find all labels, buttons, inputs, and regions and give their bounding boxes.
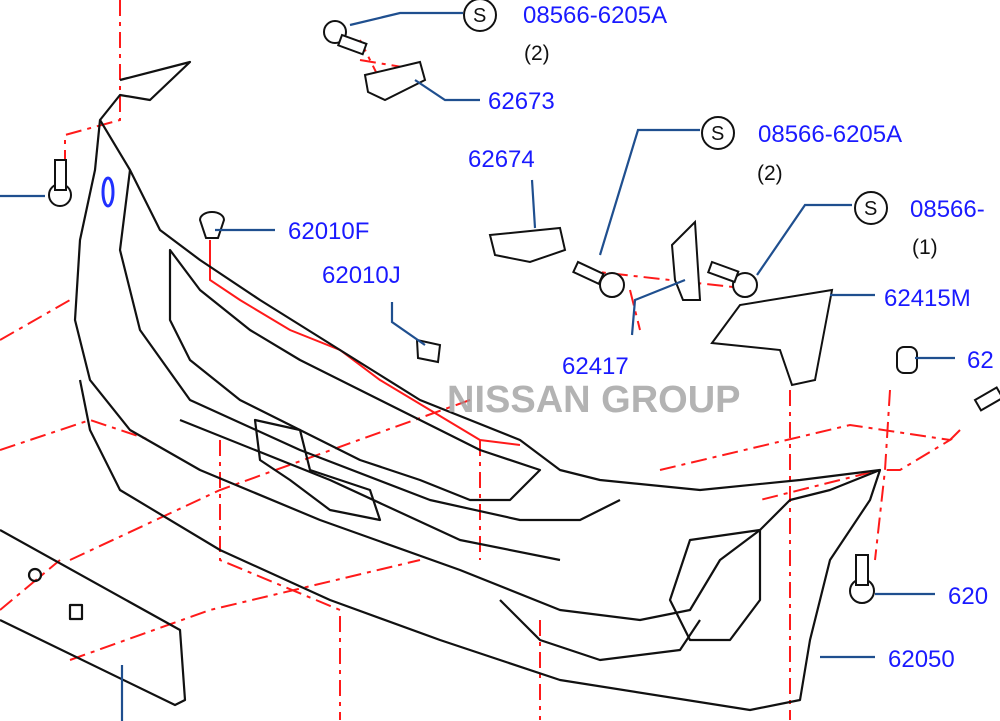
clip-icon (415, 338, 442, 364)
watermark: NISSAN GROUP (447, 379, 740, 421)
clip-icon (896, 346, 918, 374)
bracket-icon (710, 288, 834, 387)
clip-icon (363, 60, 427, 102)
part-number-label[interactable]: 62 (967, 347, 994, 374)
bolt-icon (48, 159, 72, 207)
s-symbol-icon: S (463, 0, 497, 32)
part-number-label[interactable]: 08566-6205A (758, 121, 902, 148)
part-number-label[interactable]: 620 (948, 583, 988, 610)
bracket-icon (488, 226, 567, 264)
svg-text:S: S (711, 123, 724, 145)
s-symbol-icon: S (854, 191, 888, 225)
part-number-label[interactable]: 62673 (488, 88, 555, 115)
leader-lines (0, 11, 955, 659)
bolt-icon (706, 260, 758, 298)
part-number-label[interactable]: 62417 (562, 353, 629, 380)
svg-text:S: S (473, 5, 486, 27)
svg-text:S: S (864, 198, 877, 220)
clip-icon (198, 211, 226, 239)
quantity-label: (2) (524, 42, 550, 65)
s-symbol-icon: S (701, 116, 735, 150)
part-number-label[interactable]: 62415M (884, 285, 971, 312)
fasteners (48, 20, 1000, 604)
bracket-icon (670, 219, 702, 301)
front-bumper-fascia (73, 60, 882, 712)
part-number-label[interactable]: 08566-6205A (523, 2, 667, 29)
bolt-icon (973, 386, 1000, 412)
bolt-icon (849, 554, 875, 604)
part-number-label[interactable]: 62010J (322, 262, 401, 289)
part-number-label[interactable]: 62674 (468, 146, 535, 173)
part-number-label[interactable]: 08566- (910, 196, 985, 223)
quantity-label: (2) (757, 162, 783, 185)
part-number-label[interactable]: 62010F (288, 218, 369, 245)
quantity-label: (1) (912, 236, 938, 259)
bolt-icon (323, 20, 368, 56)
bolt-icon (572, 260, 625, 298)
part-number-label[interactable]: 62050 (888, 646, 955, 673)
license-plate-bracket (0, 529, 187, 721)
